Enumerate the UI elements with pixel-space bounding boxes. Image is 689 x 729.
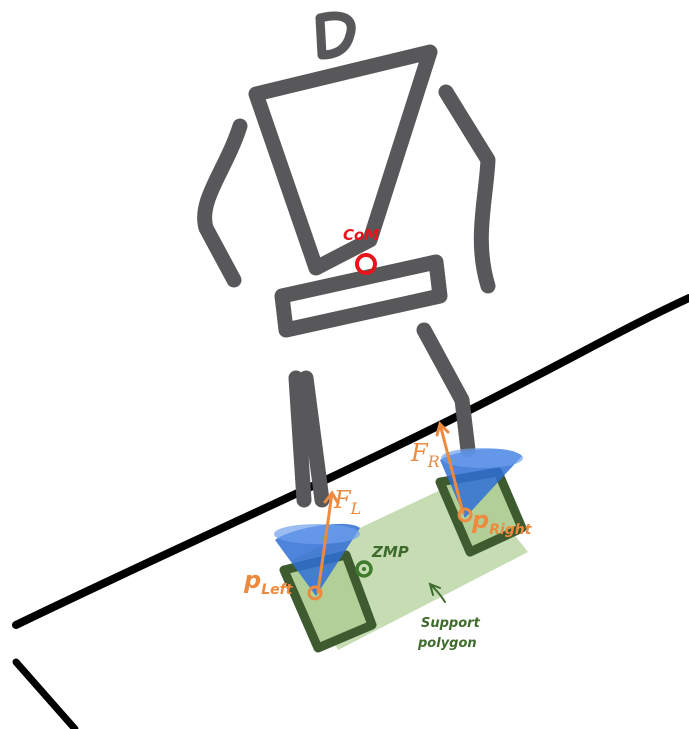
force-left-main: F <box>333 486 352 514</box>
force-left-arrow <box>316 490 340 594</box>
robot-torso <box>248 44 438 276</box>
force-right-label: FR <box>410 439 440 471</box>
support-polygon-label-line2: polygon <box>417 636 477 651</box>
p-right-marker <box>457 507 473 523</box>
robot-pelvis <box>274 254 448 338</box>
zmp-center-dot <box>362 567 366 571</box>
force-left-label: FL <box>333 486 361 518</box>
support-pointer-arrow <box>428 582 446 603</box>
robot-right-leg <box>416 322 476 458</box>
robot-left-arm <box>197 118 248 288</box>
robot <box>197 11 496 508</box>
ground-corner-line <box>12 658 79 729</box>
force-right-arrow <box>435 421 465 515</box>
robot-head <box>315 11 356 60</box>
force-right-sub: R <box>427 452 440 471</box>
support-polygon-label-line1: Support <box>421 616 481 631</box>
p-right-sub: Right <box>489 522 533 538</box>
left-cone-rim <box>274 524 360 544</box>
right-cone-rim <box>441 448 523 468</box>
p-right-label: pRight <box>471 506 533 538</box>
force-left-sub: L <box>350 499 362 518</box>
com-label: CoM <box>343 226 379 244</box>
robot-left-leg <box>288 370 330 508</box>
p-left-marker <box>307 585 323 601</box>
p-left-main: p <box>243 566 261 594</box>
zmp-label: ZMP <box>371 543 409 561</box>
force-arrows <box>316 421 465 594</box>
ground <box>12 294 689 729</box>
com-marker <box>355 253 377 275</box>
robot-right-arm <box>438 84 496 294</box>
p-left-sub: Left <box>261 582 294 598</box>
force-right-main: F <box>410 439 429 467</box>
p-right-main: p <box>471 506 489 534</box>
zmp-marker <box>355 560 373 578</box>
ground-edge-line <box>12 294 689 629</box>
p-left-label: pLeft <box>243 566 294 598</box>
